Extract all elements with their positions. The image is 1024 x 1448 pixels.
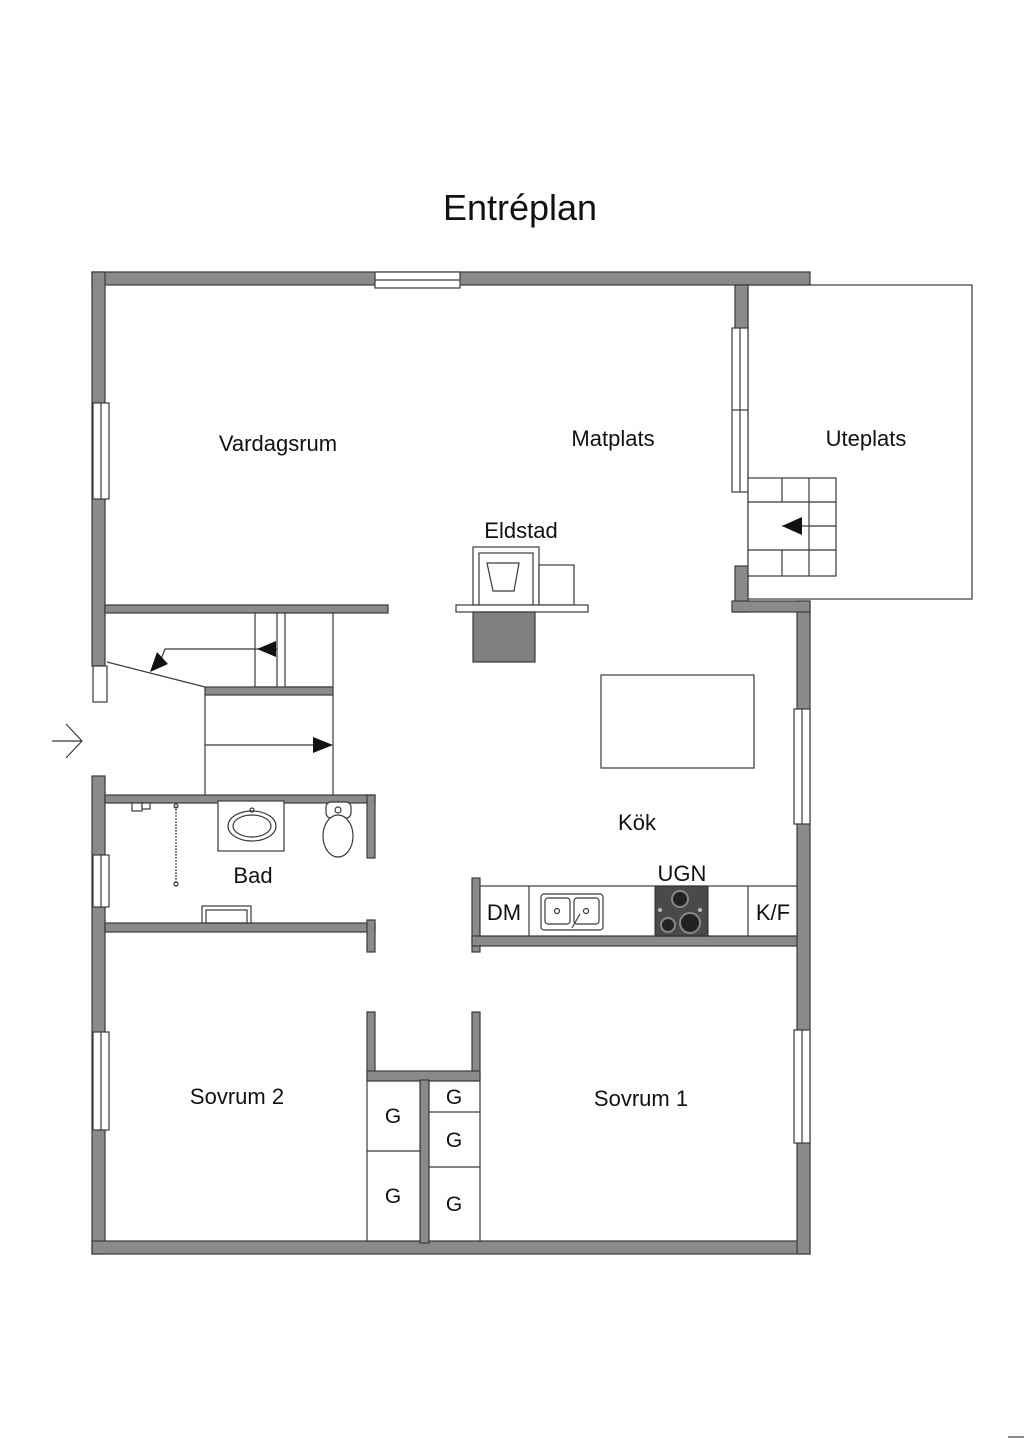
closet-label: G	[446, 1129, 462, 1152]
appliance-label-ugn: UGN	[658, 861, 707, 886]
entry-stairs	[106, 641, 334, 795]
room-label-eldstad: Eldstad	[484, 518, 557, 543]
stair-arrow-icon	[257, 641, 276, 657]
room-label-bad: Bad	[233, 863, 272, 888]
plan-title: Entréplan	[443, 187, 597, 228]
stair-arrow-icon	[782, 517, 802, 535]
terrace-stairs	[747, 477, 837, 577]
fireplace	[455, 546, 589, 663]
entrance-arrow-icon[interactable]	[52, 723, 83, 759]
closets	[366, 1080, 481, 1242]
kitchen-counter	[479, 885, 798, 937]
room-label-uteplats: Uteplats	[826, 426, 907, 451]
stair-arrow-icon	[150, 652, 168, 672]
stove-icon	[654, 885, 709, 937]
interior-walls	[104, 604, 798, 1244]
room-label-sovrum1: Sovrum 1	[594, 1086, 688, 1111]
toilet-icon	[322, 801, 354, 858]
appliance-label-kf: K/F	[756, 900, 790, 925]
closet-label: G	[446, 1086, 462, 1109]
room-label-sovrum2: Sovrum 2	[190, 1084, 284, 1109]
closet-label: G	[385, 1185, 401, 1208]
sink-icon	[540, 893, 604, 931]
sink-icon	[217, 800, 285, 852]
stair-arrow-icon	[313, 737, 333, 753]
windows	[92, 271, 811, 1144]
room-label-matplats: Matplats	[571, 426, 654, 451]
room-label-vardagsrum: Vardagsrum	[219, 431, 337, 456]
appliance-label-dm: DM	[487, 900, 521, 925]
bathroom-fixtures	[131, 800, 354, 924]
shower-icon	[131, 802, 179, 887]
closet-label: G	[446, 1193, 462, 1216]
closet-label: G	[385, 1105, 401, 1128]
kitchen-island	[600, 674, 755, 769]
room-label-kok: Kök	[618, 810, 657, 835]
